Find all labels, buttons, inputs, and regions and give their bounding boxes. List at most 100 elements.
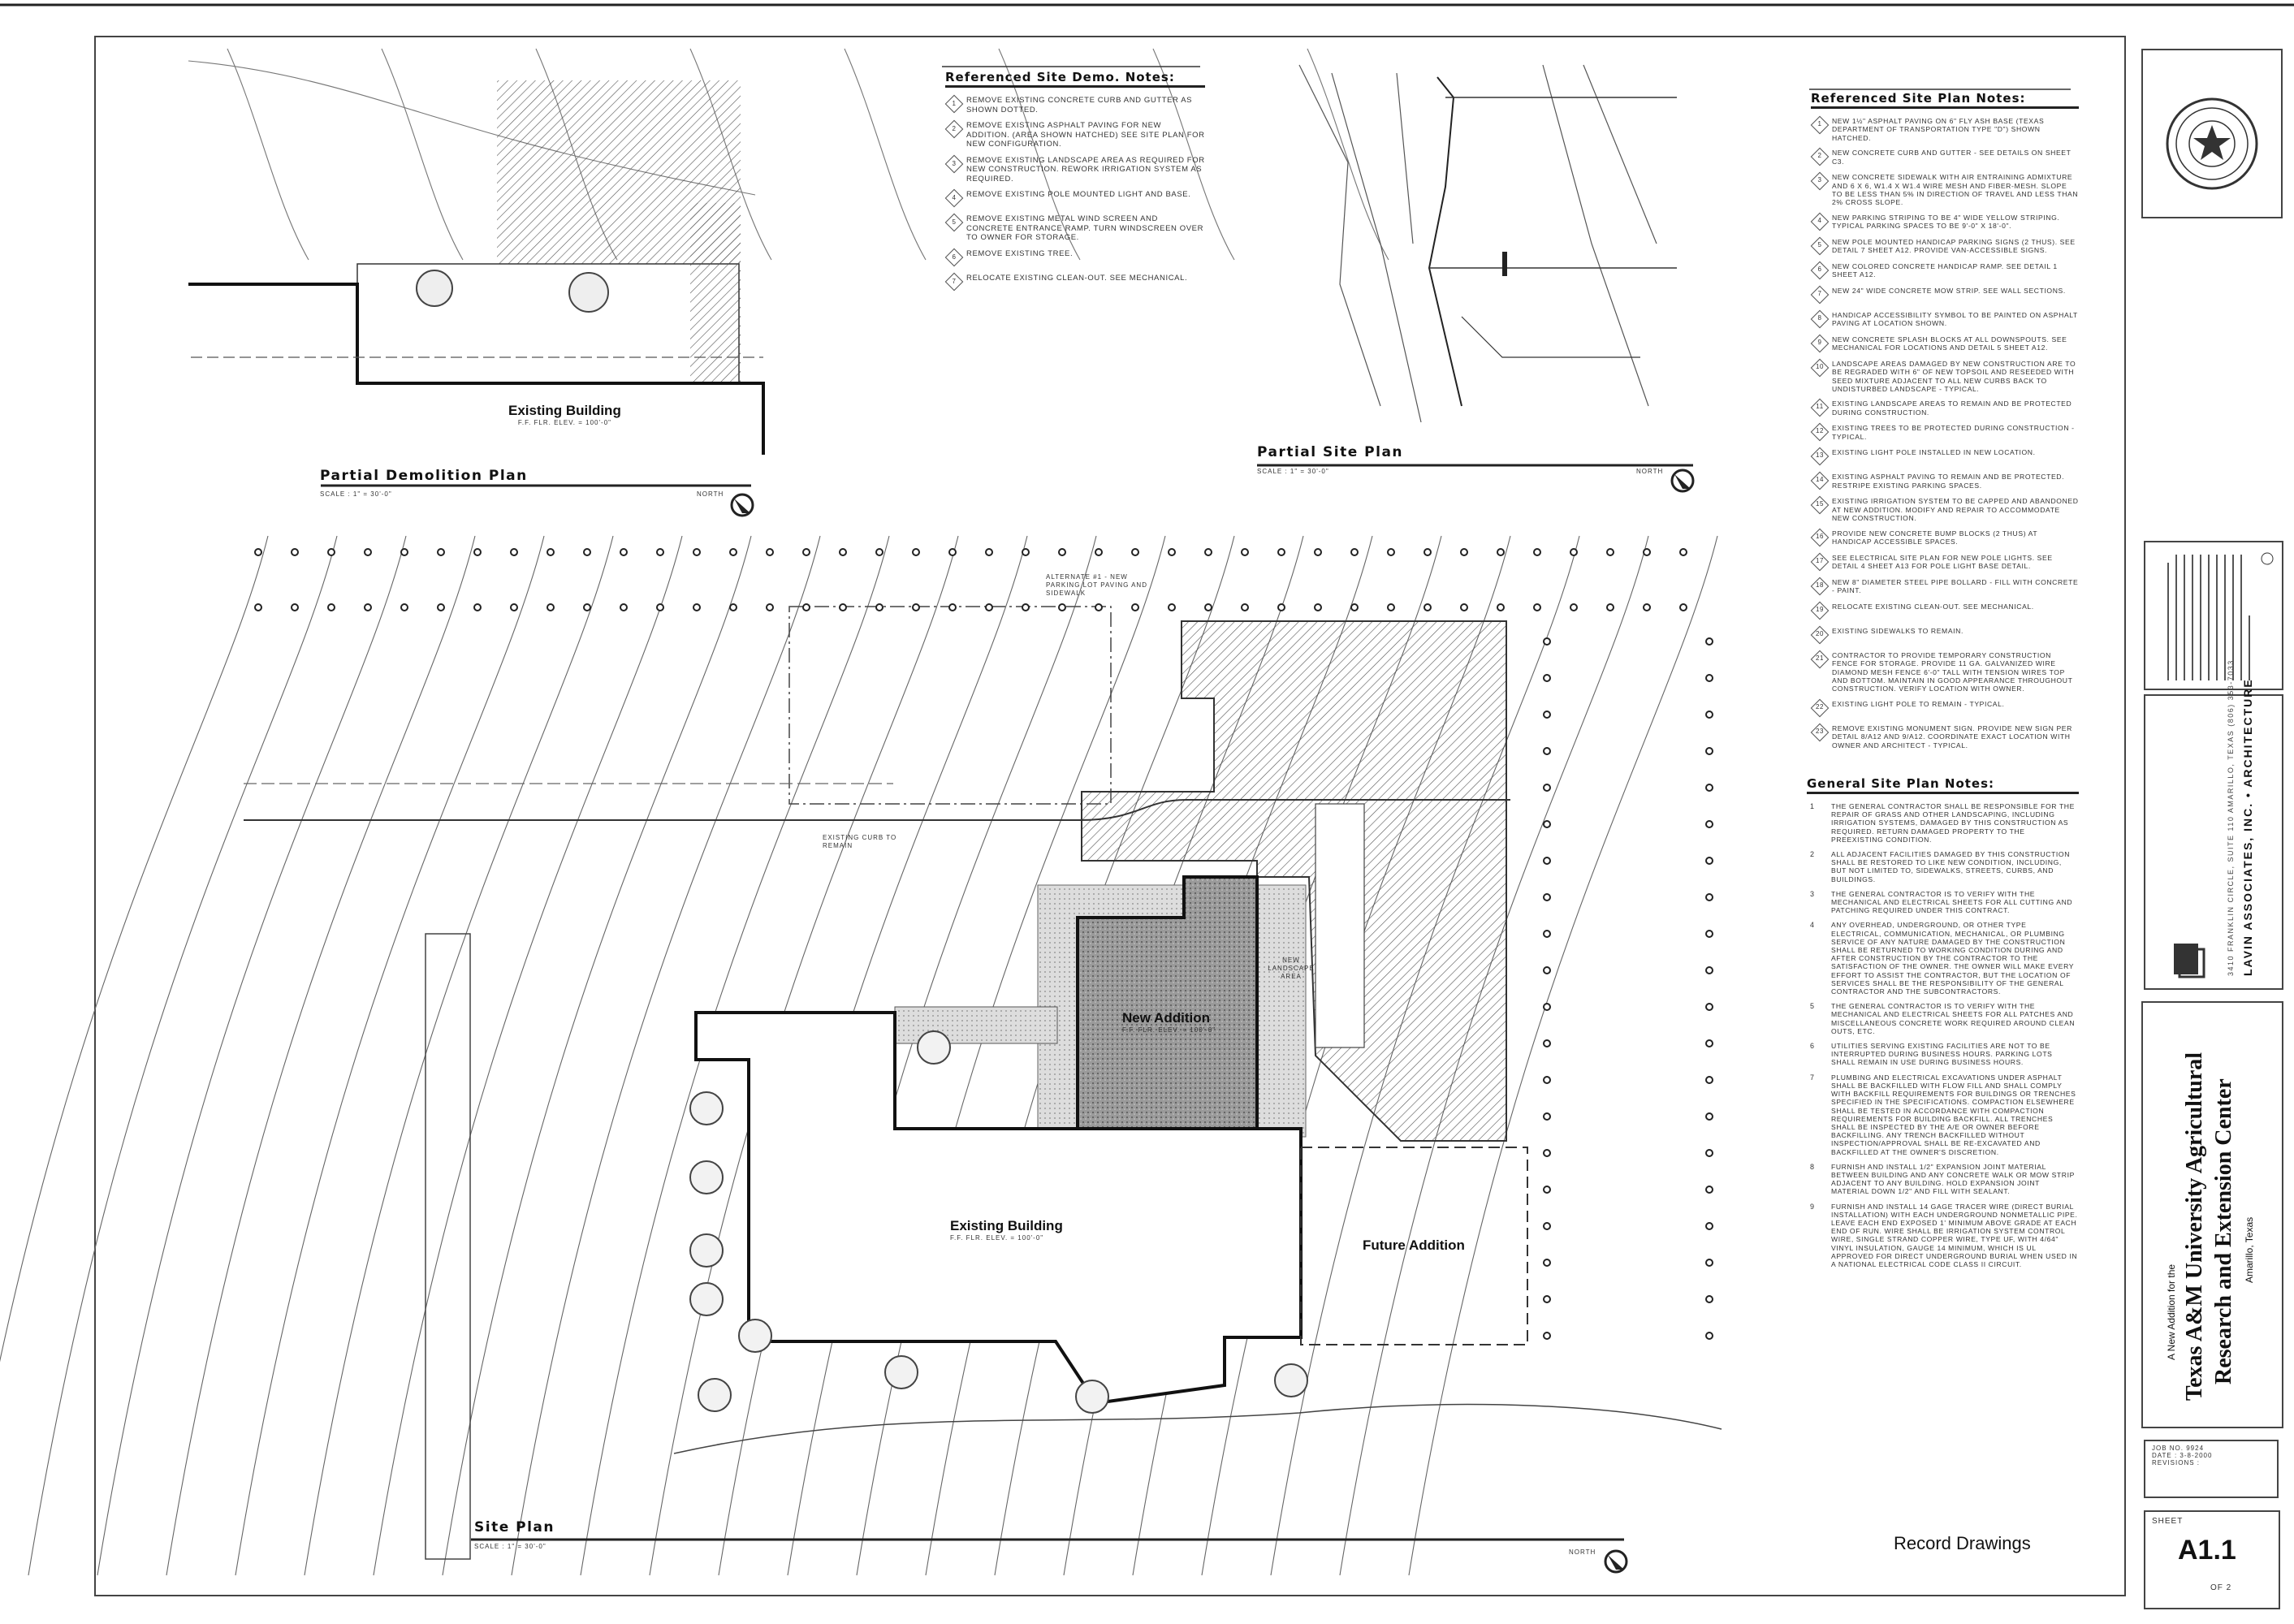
tree-row-dot xyxy=(1543,1149,1551,1157)
note-number: 1 xyxy=(1817,120,1822,127)
tree-row-dot xyxy=(1460,603,1468,611)
job-info-box: JOB NO. 9924 DATE : 3-8-2000 REVISIONS : xyxy=(2144,1440,2279,1498)
existing-building-label: Existing Building F.F. FLR. ELEV. = 100'… xyxy=(950,1218,1063,1242)
contour-line xyxy=(235,535,545,1576)
road-edge xyxy=(673,1403,1722,1454)
note-text: REMOVE EXISTING POLE MOUNTED LIGHT AND B… xyxy=(966,190,1191,199)
tree-row-dot xyxy=(1460,548,1468,556)
new-addition-label: New Addition F.F. FLR. ELEV. = 100'-0" xyxy=(1122,1010,1216,1034)
contour-line xyxy=(649,535,959,1576)
contour-line xyxy=(28,535,338,1576)
copyright-box xyxy=(2144,541,2283,690)
note-diamond-icon: 20 xyxy=(1810,625,1832,645)
tree-row-dot xyxy=(1533,603,1541,611)
contour-line xyxy=(580,535,890,1576)
general-notes-title: General Site Plan Notes: xyxy=(1807,776,2079,794)
note-diamond-icon: 23 xyxy=(1810,723,1832,742)
note-diamond-icon: 2 xyxy=(944,119,966,139)
tree-symbol xyxy=(884,1355,918,1389)
note-text: NEW CONCRETE SPLASH BLOCKS AT ALL DOWNSP… xyxy=(1832,335,2067,352)
sheet-number-box: SHEET A1.1 OF 2 xyxy=(2144,1510,2280,1609)
note-text: NEW 24" WIDE CONCRETE MOW STRIP. SEE WAL… xyxy=(1832,286,2066,295)
note-diamond-icon: 21 xyxy=(1810,650,1832,669)
tree-row-dot xyxy=(473,548,482,556)
tree-row-dot xyxy=(912,548,920,556)
note-diamond-icon: 11 xyxy=(1810,399,1832,417)
note-text: REMOVE EXISTING ASPHALT PAVING FOR NEW A… xyxy=(966,121,1205,149)
new-asphalt-parking xyxy=(1081,620,1507,1142)
tree-symbol xyxy=(689,1091,724,1125)
note-text: REMOVE EXISTING CONCRETE CURB AND GUTTER… xyxy=(966,96,1193,114)
note-number: 7 xyxy=(952,277,957,285)
tree-row-dot xyxy=(1570,603,1578,611)
project-subtitle: A New Addition for the xyxy=(2166,1263,2177,1360)
note-text: FURNISH AND INSTALL 1/2" EXPANSION JOINT… xyxy=(1831,1162,2075,1196)
tree-row-dot xyxy=(1705,1076,1713,1084)
tree-row-dot xyxy=(327,603,335,611)
tree-symbol xyxy=(689,1160,724,1194)
floor-elevation: F.F. FLR. ELEV. = 100'-0" xyxy=(950,1234,1044,1242)
copyright-icon xyxy=(2261,552,2274,565)
note-number: 19 xyxy=(1815,605,1825,613)
architect-logo-icon xyxy=(2174,944,2205,978)
note-text: THE GENERAL CONTRACTOR IS TO VERIFY WITH… xyxy=(1831,1002,2076,1035)
tree-group xyxy=(689,1030,1308,1414)
note-number: 21 xyxy=(1815,654,1825,662)
demolition-plan-north-label: NORTH xyxy=(697,490,724,498)
note-text: ANY OVERHEAD, UNDERGROUND, OR OTHER TYPE… xyxy=(1831,921,2074,996)
tree-row-dot xyxy=(1241,548,1249,556)
building-name: Existing Building xyxy=(950,1218,1063,1233)
tree-row-dot xyxy=(1679,603,1687,611)
note-text: PROVIDE NEW CONCRETE BUMP BLOCKS (2 THUS… xyxy=(1832,529,2038,546)
note-diamond-icon: 12 xyxy=(1810,423,1832,442)
contour-line xyxy=(1152,48,1235,261)
architect-address: 3410 FRANKLIN CIRCLE, SUITE 110 AMARILLO… xyxy=(2227,659,2235,976)
tree-row-dot xyxy=(693,548,701,556)
tree-row-dot xyxy=(1277,603,1285,611)
note-number: 5 xyxy=(952,218,957,226)
note-number: 1 xyxy=(952,100,957,107)
north-arrow-icon xyxy=(730,493,754,517)
note-item: 5 REMOVE EXISTING METAL WIND SCREEN AND C… xyxy=(944,213,1205,243)
tree-row-dot xyxy=(620,548,628,556)
floor-elevation: F.F. FLR. ELEV. = 100'-0" xyxy=(517,419,611,426)
note-number: 7 xyxy=(1810,1073,1815,1082)
note-diamond-icon: 7 xyxy=(944,272,966,292)
note-text: REMOVE EXISTING METAL WIND SCREEN AND CO… xyxy=(966,214,1204,242)
note-diamond-icon: 14 xyxy=(1810,472,1832,490)
new-landscape-note: NEW LANDSCAPE AREA xyxy=(1268,957,1315,980)
note-item: 1 REMOVE EXISTING CONCRETE CURB AND GUTTE… xyxy=(944,94,1205,114)
note-text: SEE ELECTRICAL SITE PLAN FOR NEW POLE LI… xyxy=(1832,553,2053,571)
architect-name: LAVIN ASSOCIATES, INC. • ARCHITECTURE xyxy=(2241,678,2254,976)
tree-row-dot xyxy=(1350,548,1359,556)
building-name: Existing Building xyxy=(508,403,621,418)
tree-row-dot xyxy=(254,603,262,611)
note-text: UTILITIES SERVING EXISTING FACILITIES AR… xyxy=(1831,1042,2053,1067)
copyright-text-block xyxy=(2167,552,2274,680)
note-diamond-icon: 4 xyxy=(1810,212,1832,231)
tree-symbol xyxy=(416,270,453,307)
demo-notes-list: 1 REMOVE EXISTING CONCRETE CURB AND GUTTE… xyxy=(944,94,1205,292)
tree-row-dot xyxy=(1543,784,1551,792)
note-diamond-icon: 13 xyxy=(1810,447,1832,466)
demolition-plan-title: Partial Demolition Plan xyxy=(320,468,528,484)
tree-row-dot xyxy=(1497,603,1505,611)
tree-row-dot xyxy=(1705,710,1713,719)
tree-row-dot xyxy=(1543,820,1551,828)
note-diamond-icon: 2 xyxy=(1810,147,1832,166)
tree-row-dot xyxy=(985,603,993,611)
note-diamond-icon: 1 xyxy=(944,94,966,114)
landscape-island xyxy=(1315,803,1365,1048)
tree-row-dot xyxy=(1131,548,1139,556)
note-number: 15 xyxy=(1815,500,1825,508)
tree-row-dot xyxy=(912,603,920,611)
job-date: DATE : 3-8-2000 xyxy=(2152,1452,2213,1459)
